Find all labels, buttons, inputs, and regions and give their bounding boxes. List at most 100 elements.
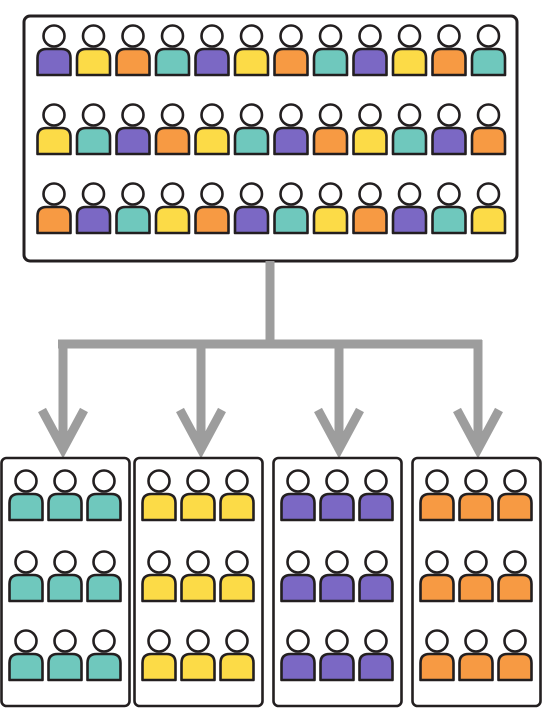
person-yellow: [36, 103, 72, 156]
person-body: [141, 573, 177, 603]
person-body: [358, 652, 394, 682]
person-head: [239, 24, 264, 48]
person-orange: [36, 182, 72, 235]
person-orange: [352, 182, 388, 235]
person-head: [279, 24, 303, 48]
person-head: [325, 469, 349, 493]
person-yellow: [470, 182, 507, 235]
person-yellow: [141, 629, 177, 682]
person-head: [14, 469, 38, 493]
person-purple: [319, 550, 355, 603]
person-teal: [75, 103, 112, 156]
person-yellow: [312, 182, 349, 235]
person-orange: [419, 629, 455, 682]
person-body: [154, 126, 191, 156]
group-teal: [0, 456, 131, 708]
person-head: [325, 550, 349, 574]
person-body: [180, 573, 216, 603]
person-head: [358, 24, 382, 48]
person-body: [115, 205, 151, 235]
person-yellow: [141, 469, 177, 522]
person-orange: [458, 629, 494, 682]
person-head: [200, 103, 224, 127]
person-body: [75, 205, 112, 235]
person-orange: [497, 550, 533, 603]
person-head: [14, 629, 38, 653]
person-head: [121, 24, 145, 48]
person-head: [325, 629, 349, 653]
person-yellow: [180, 469, 216, 522]
person-head: [476, 182, 501, 206]
person-head: [437, 182, 461, 206]
person-body: [47, 573, 83, 603]
person-purple: [36, 24, 72, 77]
person-head: [186, 550, 210, 574]
connector-tree: [38, 261, 503, 459]
arrow-head: [176, 407, 226, 459]
person-head: [318, 182, 343, 206]
person-head: [464, 550, 488, 574]
person-head: [81, 24, 106, 48]
person-teal: [8, 550, 44, 603]
person-head: [425, 469, 449, 493]
person-head: [53, 629, 77, 653]
person-orange: [470, 103, 507, 156]
person-head: [286, 469, 310, 493]
person-teal: [312, 24, 349, 77]
person-head: [160, 103, 185, 127]
person-purple: [319, 469, 355, 522]
person-body: [358, 573, 394, 603]
person-yellow: [219, 550, 255, 603]
person-body: [280, 492, 316, 522]
person-body: [233, 126, 270, 156]
person-body: [419, 573, 455, 603]
person-body: [458, 652, 494, 682]
person-teal: [470, 24, 507, 77]
person-purple: [194, 24, 230, 77]
person-purple: [358, 629, 394, 682]
person-body: [391, 205, 428, 235]
person-head: [425, 550, 449, 574]
person-body: [141, 652, 177, 682]
person-body: [8, 652, 44, 682]
person-purple: [280, 550, 316, 603]
person-body: [47, 492, 83, 522]
person-head: [92, 469, 116, 493]
person-purple: [233, 182, 270, 235]
person-body: [431, 47, 467, 77]
person-body: [219, 573, 255, 603]
person-yellow: [219, 469, 255, 522]
person-body: [273, 126, 309, 156]
person-head: [121, 103, 145, 127]
person-head: [397, 24, 422, 48]
person-teal: [391, 103, 428, 156]
group-orange: [411, 456, 542, 708]
person-body: [86, 573, 122, 603]
person-body: [180, 652, 216, 682]
person-orange: [273, 24, 309, 77]
person-body: [233, 205, 270, 235]
person-purple: [280, 469, 316, 522]
person-body: [497, 652, 533, 682]
person-head: [200, 24, 224, 48]
person-head: [147, 469, 171, 493]
person-head: [318, 24, 343, 48]
person-orange: [458, 469, 494, 522]
person-teal: [154, 24, 191, 77]
person-purple: [391, 182, 428, 235]
person-body: [141, 492, 177, 522]
person-orange: [194, 182, 230, 235]
person-orange: [312, 103, 349, 156]
person-orange: [419, 469, 455, 522]
person-orange: [497, 469, 533, 522]
person-head: [92, 629, 116, 653]
person-orange: [115, 24, 151, 77]
person-body: [75, 47, 112, 77]
person-teal: [47, 469, 83, 522]
person-body: [36, 47, 72, 77]
person-purple: [75, 182, 112, 235]
person-purple: [352, 24, 388, 77]
person-head: [437, 103, 461, 127]
person-body: [36, 205, 72, 235]
arrow-head: [38, 407, 88, 459]
